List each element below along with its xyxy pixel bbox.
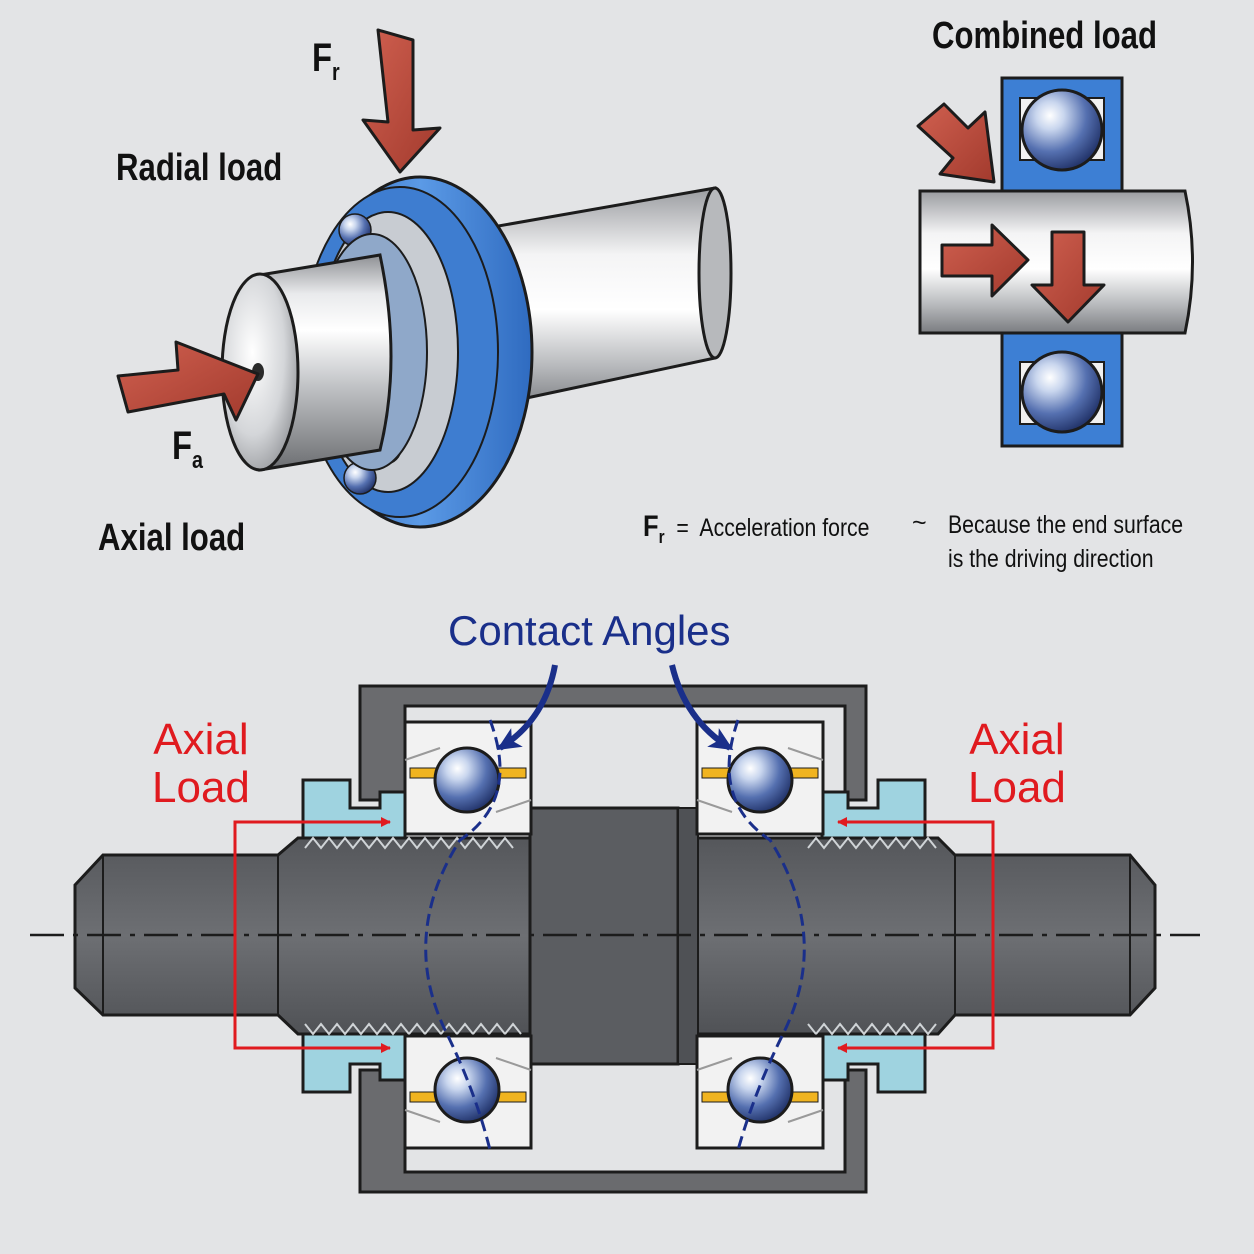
contact-angle-arrow-left [496,664,558,751]
bearing-assembly-section [30,664,1200,1194]
axial-force-arrow [116,340,260,422]
combined-load-label: Combined load [932,15,1158,57]
note-line-1: Because the end surface [948,511,1184,539]
contact-angle-arrow-right [669,664,734,751]
axial-load-left-label: Axial Load [152,715,250,812]
radial-component-arrow [1030,230,1106,324]
combined-force-arrow [916,102,996,184]
note-line-2: is the driving direction [948,545,1154,573]
bearing-bottom-left [403,1034,533,1150]
bearing-bottom-right [695,1034,825,1150]
note-equals: = [676,514,689,542]
axial-component-arrow [940,223,1030,298]
radial-force-arrow [361,28,442,174]
contact-angles-label: Contact Angles [448,607,731,654]
axial-load-right-label: Axial Load [968,715,1066,812]
note-definition: Acceleration force [699,514,870,542]
radial-load-label: Radial load [116,147,283,189]
axial-load-arrow-left [233,820,385,1050]
axial-load-arrow-right [842,820,995,1050]
combined-load-illustration [916,76,1194,448]
axial-load-label: Axial load [98,517,246,559]
note-tilde: ~ [912,509,927,537]
note-symbol: F [643,510,659,543]
radial-bearing-illustration [116,28,733,529]
fr-definition-note: Fr = Acceleration force [643,510,909,548]
radial-force-symbol: Fr [312,36,340,86]
axial-force-symbol: Fa [172,424,203,474]
note-symbol-sub: r [658,527,665,547]
